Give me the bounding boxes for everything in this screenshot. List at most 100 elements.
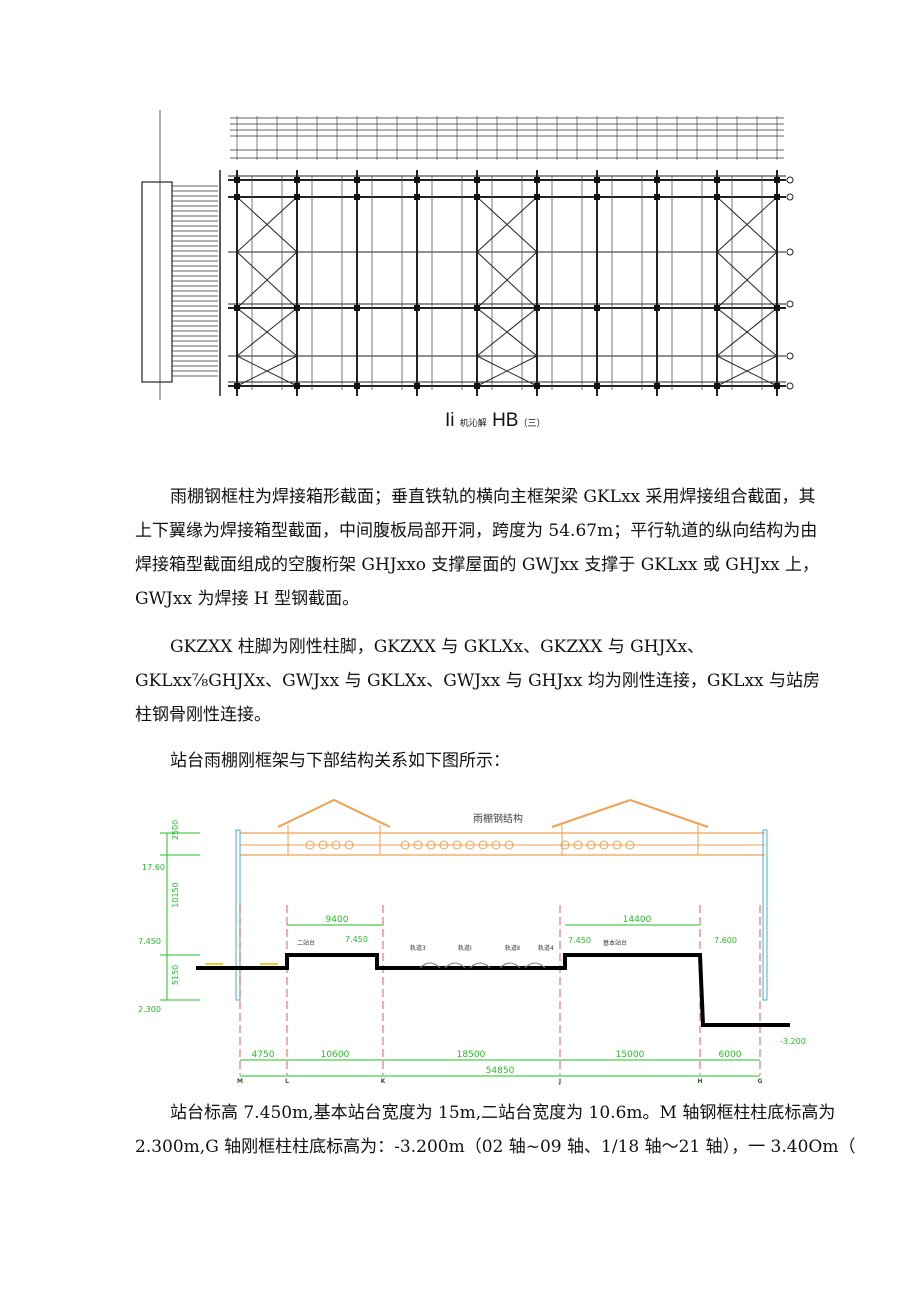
- cross-brace: [236, 251, 298, 309]
- column-node: [414, 194, 420, 200]
- span-dim: 4750: [252, 1050, 275, 1060]
- web-opening: [452, 840, 462, 850]
- column-node: [354, 383, 360, 389]
- ground-profile: [196, 953, 790, 1027]
- text-line: GKZXX 柱脚为刚性柱脚，GKZXX 与 GKLXx、GKZXX 与 GHJX…: [170, 637, 705, 657]
- column-node: [534, 305, 540, 311]
- platform-elevation: 7.450: [345, 935, 368, 944]
- cross-brace: [236, 355, 298, 387]
- web-opening: [318, 840, 328, 850]
- column-node: [354, 177, 360, 183]
- axis-label: J: [558, 1078, 561, 1085]
- track-symbol: [444, 962, 466, 969]
- web-opening: [331, 840, 341, 850]
- column-node: [654, 194, 660, 200]
- axis-bubble: [786, 176, 794, 184]
- column-node: [714, 305, 720, 311]
- column-node: [534, 194, 540, 200]
- column-node: [594, 305, 600, 311]
- total-span-dim: 54850: [486, 1066, 515, 1076]
- column-node: [774, 305, 780, 311]
- steel-column: [235, 829, 241, 1001]
- cross-brace: [476, 196, 538, 253]
- web-opening: [400, 840, 410, 850]
- axis-label: L: [285, 1078, 289, 1085]
- column-node: [294, 177, 300, 183]
- elevation-label: 7.450: [138, 937, 161, 946]
- cross-brace: [716, 307, 778, 357]
- column-node: [774, 194, 780, 200]
- track-symbol: [469, 962, 491, 969]
- cross-brace: [476, 355, 538, 387]
- column-node: [474, 383, 480, 389]
- column-node: [654, 383, 660, 389]
- section-drawing: 雨棚钢结构 17.60 7.450 2.300 -3.200 2500 1015…: [138, 798, 806, 1085]
- platform-dim: 14400: [623, 915, 652, 925]
- roof-gable: [551, 798, 709, 828]
- column-node: [534, 383, 540, 389]
- structural-plan-drawing: [141, 110, 794, 400]
- axis-bubble: [786, 193, 794, 201]
- vertical-dim: 2500: [171, 820, 180, 840]
- column-node: [714, 383, 720, 389]
- cross-brace: [236, 307, 298, 357]
- platform-elevation: 7.600: [714, 936, 737, 945]
- drawing-title: 雨棚钢结构: [473, 812, 523, 825]
- column-node: [534, 177, 540, 183]
- column-node: [294, 305, 300, 311]
- column-node: [354, 194, 360, 200]
- web-opening: [586, 840, 596, 850]
- web-opening: [599, 840, 609, 850]
- axis-bubble: [786, 382, 794, 390]
- track-label: 轨道Ⅰ: [458, 944, 472, 952]
- web-opening: [625, 840, 635, 850]
- axis-label: H: [697, 1078, 702, 1085]
- axis-bubble: [786, 248, 794, 256]
- column-node: [714, 177, 720, 183]
- text-line: 站台标高 7.450m,基本站台宽度为 15m,二站台宽度为 10.6m。M 轴…: [170, 1103, 836, 1123]
- track-symbol: [499, 962, 521, 969]
- column-node: [294, 383, 300, 389]
- column-node: [594, 194, 600, 200]
- column-node: [774, 177, 780, 183]
- axis-label: M: [237, 1078, 243, 1085]
- caption-main: Ii: [445, 410, 455, 431]
- column-node: [354, 305, 360, 311]
- elevation-label: -3.200: [780, 1037, 806, 1046]
- text-line: 站台雨棚刚框架与下部结构关系如下图所示：: [170, 751, 510, 771]
- axis-bubble: [786, 300, 794, 308]
- web-opening: [413, 840, 423, 850]
- text-line: 2.300m,G 轴刚框柱柱底标高为：-3.200m（02 轴~09 轴、1/1…: [135, 1137, 856, 1157]
- cross-brace: [476, 251, 538, 309]
- elevation-label: 2.300: [138, 1005, 161, 1014]
- column-node: [234, 194, 240, 200]
- column-node: [714, 194, 720, 200]
- web-opening: [465, 840, 475, 850]
- column-node: [414, 383, 420, 389]
- axis-label: G: [758, 1078, 763, 1085]
- platform-label: 基本站台: [603, 939, 627, 947]
- cross-brace: [716, 251, 778, 309]
- web-opening: [560, 840, 570, 850]
- track-label: 轨道4: [538, 944, 554, 952]
- text-line: 雨棚钢框柱为焊接箱形截面；垂直铁轨的横向主框架梁 GKLxx 采用焊接组合截面，…: [170, 487, 816, 507]
- cross-brace: [716, 196, 778, 253]
- web-opening: [478, 840, 488, 850]
- track-label: 轨道3: [410, 944, 426, 952]
- column-node: [294, 194, 300, 200]
- web-opening: [426, 840, 436, 850]
- track-label: 轨道Ⅱ: [505, 944, 520, 952]
- column-node: [774, 383, 780, 389]
- cross-brace: [716, 355, 778, 387]
- caption-suffix: （三）: [518, 418, 546, 428]
- web-opening: [344, 840, 354, 850]
- column-node: [234, 177, 240, 183]
- web-opening: [612, 840, 622, 850]
- column-node: [234, 383, 240, 389]
- caption-code: HB: [492, 410, 519, 431]
- text-line: GWJxx 为焊接 H 型钢截面。: [135, 589, 360, 609]
- caption-small: 机沁解: [459, 418, 487, 428]
- span-dim: 15000: [616, 1050, 645, 1060]
- vertical-dim: 10150: [171, 882, 180, 907]
- text-line: GKLxx⅞GHJXx、GWJxx 与 GKLXx、GWJxx 与 GHJxx …: [135, 671, 821, 691]
